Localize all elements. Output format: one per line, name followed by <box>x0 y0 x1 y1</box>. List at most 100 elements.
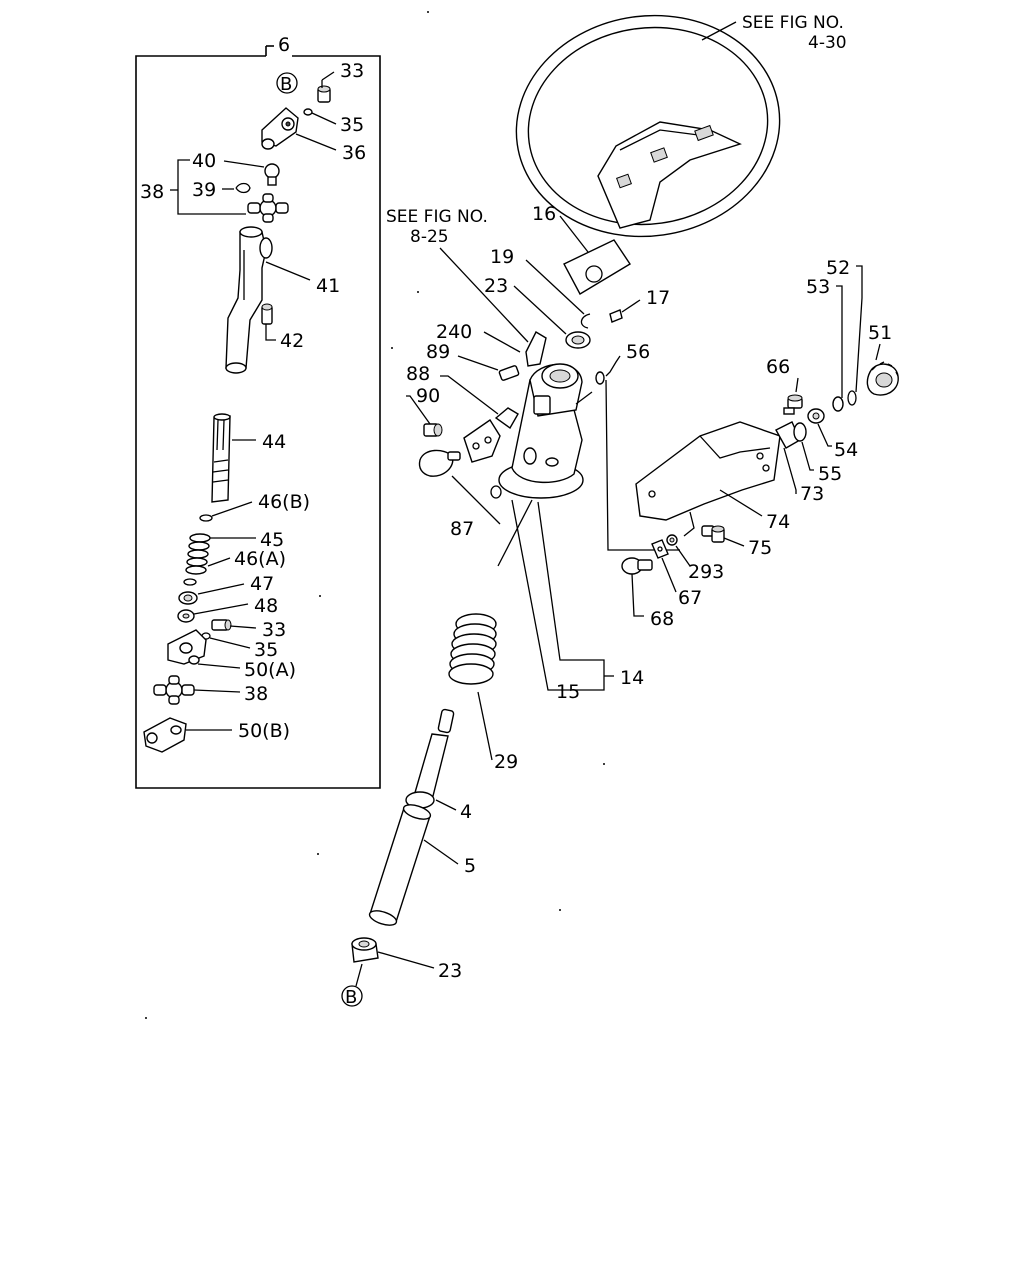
screw-89 <box>457 355 520 381</box>
label-23-lower: 23 <box>438 960 462 982</box>
label-67: 67 <box>678 587 702 609</box>
splined-shaft-44 <box>211 413 256 503</box>
bolt-75 <box>701 525 745 547</box>
bolt-90 <box>406 395 443 437</box>
marker-b-top: B <box>276 72 298 95</box>
shaft-4 <box>405 708 457 811</box>
label-75: 75 <box>748 537 772 559</box>
spring-45 <box>185 533 256 575</box>
washer-67 <box>651 539 677 593</box>
tube-5 <box>368 804 459 926</box>
label-46b: 46(B) <box>258 491 310 513</box>
shaft-41 <box>225 226 311 374</box>
knob-51 <box>866 343 899 396</box>
washer-53 <box>832 285 844 412</box>
block-88 <box>440 375 519 430</box>
label-52: 52 <box>826 257 850 279</box>
label-53: 53 <box>806 276 830 298</box>
bolt-33-lower <box>211 619 257 631</box>
label-39: 39 <box>192 179 216 201</box>
label-56: 56 <box>626 341 650 363</box>
label-14: 14 <box>620 667 644 689</box>
label-4: 4 <box>460 801 472 823</box>
leader-switch-ref <box>439 247 529 343</box>
label-38-lower: 38 <box>244 683 268 705</box>
label-33-lower: 33 <box>262 619 286 641</box>
label-36: 36 <box>342 142 366 164</box>
label-35-lower: 35 <box>254 639 278 661</box>
label-293: 293 <box>688 561 724 583</box>
label-16: 16 <box>532 203 556 225</box>
screw-17 <box>609 299 641 323</box>
ring-46b <box>199 501 253 522</box>
label-47: 47 <box>250 573 274 595</box>
label-51: 51 <box>868 322 892 344</box>
label-89: 89 <box>426 341 450 363</box>
part-240 <box>483 331 547 367</box>
washer-87 <box>451 475 502 525</box>
label-66: 66 <box>766 356 790 378</box>
label-46a: 46(A) <box>234 548 286 570</box>
knob <box>418 449 461 477</box>
yoke-36 <box>261 107 337 151</box>
washer-35-lower <box>201 632 251 649</box>
label-35-top: 35 <box>340 114 364 136</box>
label-33-top: 33 <box>340 60 364 82</box>
label-5: 5 <box>464 855 476 877</box>
ref-wheel-line1: SEE FIG NO. <box>742 13 844 33</box>
bushing-23-upper <box>513 285 591 349</box>
scan-noise <box>145 11 605 1019</box>
ref-switch-line2: 8-25 <box>410 227 449 247</box>
ring-46a <box>183 557 231 586</box>
label-68: 68 <box>650 608 674 630</box>
label-41: 41 <box>316 275 340 297</box>
label-73: 73 <box>800 483 824 505</box>
label-50b: 50(B) <box>238 720 290 742</box>
bracket-74 <box>635 421 781 537</box>
bolt-68 <box>621 557 653 617</box>
label-54: 54 <box>834 439 858 461</box>
label-23-upper: 23 <box>484 275 508 297</box>
switch-bracket <box>463 419 501 463</box>
plate-16 <box>559 215 631 295</box>
washer-48 <box>177 603 249 623</box>
bolt-33-top <box>317 71 335 103</box>
label-87: 87 <box>450 518 474 540</box>
label-42: 42 <box>280 330 304 352</box>
ring-56 <box>595 355 680 551</box>
clip-39 <box>222 182 251 194</box>
spider-38-lower <box>153 675 241 705</box>
label-55: 55 <box>818 463 842 485</box>
label-38-top: 38 <box>140 181 164 203</box>
label-44: 44 <box>262 431 286 453</box>
label-240: 240 <box>436 321 472 343</box>
bolt-42 <box>261 303 276 341</box>
ring-52 <box>847 265 863 406</box>
label-19: 19 <box>490 246 514 268</box>
label-90: 90 <box>416 385 440 407</box>
spring-29 <box>448 613 497 761</box>
yoke-50b <box>143 717 232 753</box>
label-50a: 50(A) <box>244 659 296 681</box>
bolt-66 <box>783 377 803 415</box>
clip-19 <box>525 259 591 329</box>
part-55 <box>793 422 814 471</box>
label-88: 88 <box>406 363 430 385</box>
inset-assembly-6: 6 B 33 35 36 <box>135 34 381 789</box>
label-17: 17 <box>646 287 670 309</box>
washer-47 <box>178 583 245 605</box>
marker-b-bottom: B <box>341 963 363 1008</box>
ref-switch-line1: SEE FIG NO. <box>386 207 488 227</box>
label-48: 48 <box>254 595 278 617</box>
label-29: 29 <box>494 751 518 773</box>
ref-wheel-line2: 4-30 <box>808 33 847 53</box>
svg-text:B: B <box>345 987 357 1008</box>
spider-38-top <box>247 193 289 223</box>
washer-35-top <box>303 108 337 125</box>
label-6: 6 <box>278 34 290 56</box>
column-housing-14 <box>498 363 593 499</box>
nut-54 <box>807 408 832 447</box>
yoke-50a <box>167 629 241 669</box>
label-45: 45 <box>260 529 284 551</box>
